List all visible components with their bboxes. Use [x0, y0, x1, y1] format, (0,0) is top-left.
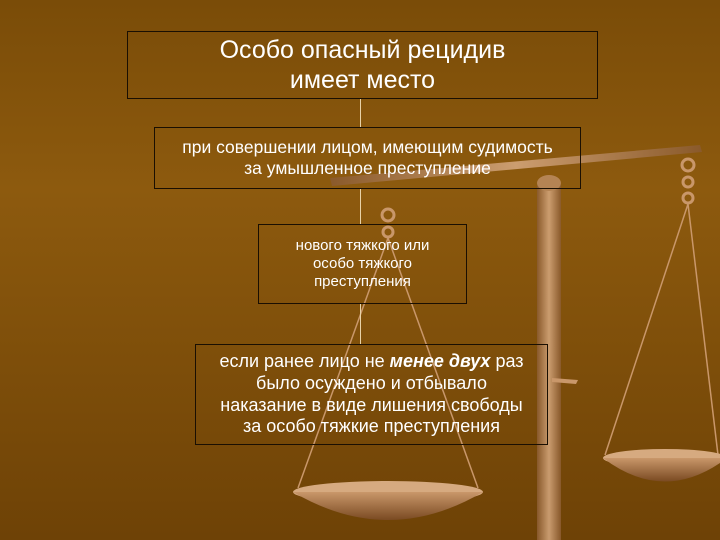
diagram-node-condition-3: если ранее лицо не менее двух раз было о…	[195, 344, 548, 445]
node-text-line: если ранее лицо не менее двух раз	[219, 351, 523, 373]
diagram-node-condition-1: при совершении лицом, имеющим судимость …	[154, 127, 581, 189]
diagram-node-title: Особо опасный рецидив имеет место	[127, 31, 598, 99]
node-text-line: нового тяжкого или	[295, 237, 430, 254]
node-text-line: Особо опасный рецидив	[219, 36, 506, 64]
node-text-line: особо тяжкого	[312, 255, 413, 272]
node-text-line: при совершении лицом, имеющим судимость	[182, 137, 553, 157]
text-fragment: раз	[490, 351, 524, 372]
text-fragment: если ранее лицо не	[219, 351, 390, 372]
node-text-line: за особо тяжкие преступления	[242, 416, 500, 437]
node-text-line: преступления	[314, 273, 411, 290]
connector-line	[360, 304, 361, 344]
node-text-line: наказание в виде лишения свободы	[220, 394, 523, 415]
node-text-line: было осуждено и отбывало	[256, 372, 487, 393]
connector-line	[360, 189, 361, 224]
diagram-node-condition-2: нового тяжкого или особо тяжкого преступ…	[258, 224, 467, 304]
connector-line	[360, 99, 361, 127]
emphasized-text: менее двух	[389, 351, 491, 372]
node-text-line: имеет место	[289, 66, 436, 94]
node-text-line: за умышленное преступление	[244, 158, 491, 178]
